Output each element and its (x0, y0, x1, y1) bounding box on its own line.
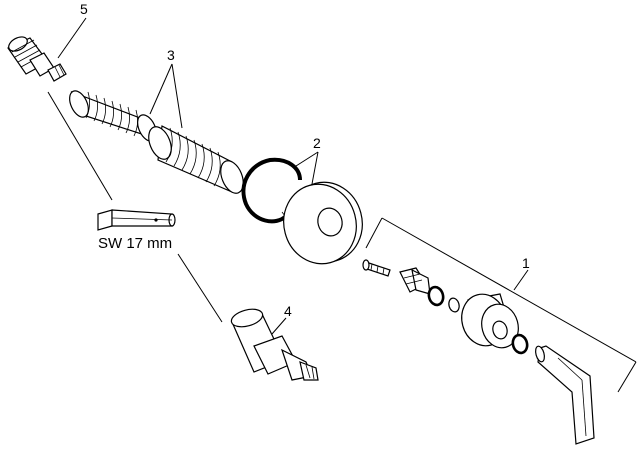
nut-ring-icon (427, 285, 445, 307)
threaded-insert-icon (7, 36, 67, 82)
extension-sleeve-long-icon (148, 125, 244, 194)
leader-2b (311, 151, 319, 185)
callout-2: 2 (313, 135, 321, 151)
lever-handle-icon (535, 345, 595, 445)
leader-4 (271, 317, 287, 335)
rosette-icon (283, 181, 363, 265)
leader-2a (295, 151, 319, 167)
leader-tool-4 (177, 253, 223, 323)
assembly-bracket (365, 217, 637, 393)
washer-ring-icon (511, 333, 529, 355)
callout-5: 5 (80, 1, 88, 17)
screw-icon (362, 259, 391, 277)
callout-1: 1 (522, 255, 530, 271)
leader-3b (171, 63, 183, 129)
leader-5 (57, 17, 87, 59)
leader-5-tool (47, 91, 113, 201)
leader-1 (513, 269, 529, 291)
valve-body-icon (230, 308, 319, 381)
callout-4: 4 (284, 303, 292, 319)
extension-sleeve-short-icon (69, 90, 157, 142)
handle-cap-icon (461, 293, 519, 349)
hex-socket-wrench-icon (97, 209, 176, 231)
leader-3a (149, 63, 173, 115)
tool-size-label: SW 17 mm (98, 235, 172, 252)
callout-3: 3 (167, 47, 175, 63)
cartridge-icon (399, 267, 431, 295)
o-ring-icon (448, 297, 460, 313)
